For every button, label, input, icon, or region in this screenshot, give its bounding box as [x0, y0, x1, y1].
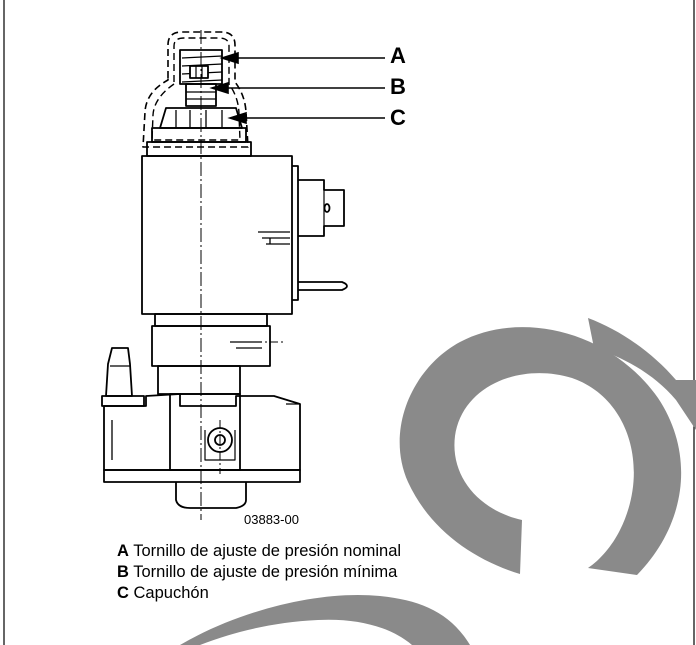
- legend-key: B: [117, 563, 129, 581]
- cap-outline: [142, 31, 249, 148]
- callout-letter-b: B: [390, 74, 406, 99]
- legend-text: Tornillo de ajuste de presión nominal: [133, 542, 402, 560]
- cap-inner-outline: [151, 37, 241, 141]
- legend-row-c: C Capuchón: [117, 583, 401, 604]
- page-frame: [3, 0, 695, 645]
- vent-nipple: [105, 347, 133, 397]
- callout-letter-c: C: [390, 105, 406, 130]
- valve-assembly: [101, 30, 348, 520]
- legend-text: Capuchón: [133, 584, 209, 602]
- collar-ring: [154, 313, 268, 327]
- brand-arc-mark: [180, 318, 696, 645]
- terminal-lower: [298, 281, 348, 291]
- figure-code: 03883-00: [244, 512, 299, 527]
- valve-body: [103, 393, 301, 471]
- legend-row-b: B Tornillo de ajuste de presión mínima: [117, 562, 401, 583]
- callout-leaders: [209, 51, 385, 125]
- terminal-upper: [298, 179, 345, 237]
- ground-mark: [258, 231, 290, 245]
- legend-row-a: A Tornillo de ajuste de presión nominal: [117, 541, 401, 562]
- legend-text: Tornillo de ajuste de presión mínima: [133, 563, 398, 581]
- legend: A Tornillo de ajuste de presión nominal …: [117, 541, 401, 604]
- base-plate: [103, 469, 301, 483]
- legend-key: C: [117, 584, 129, 602]
- collar: [151, 325, 271, 367]
- callout-letter-a: A: [390, 43, 406, 68]
- coil-body: [141, 155, 293, 315]
- legend-key: A: [117, 542, 129, 560]
